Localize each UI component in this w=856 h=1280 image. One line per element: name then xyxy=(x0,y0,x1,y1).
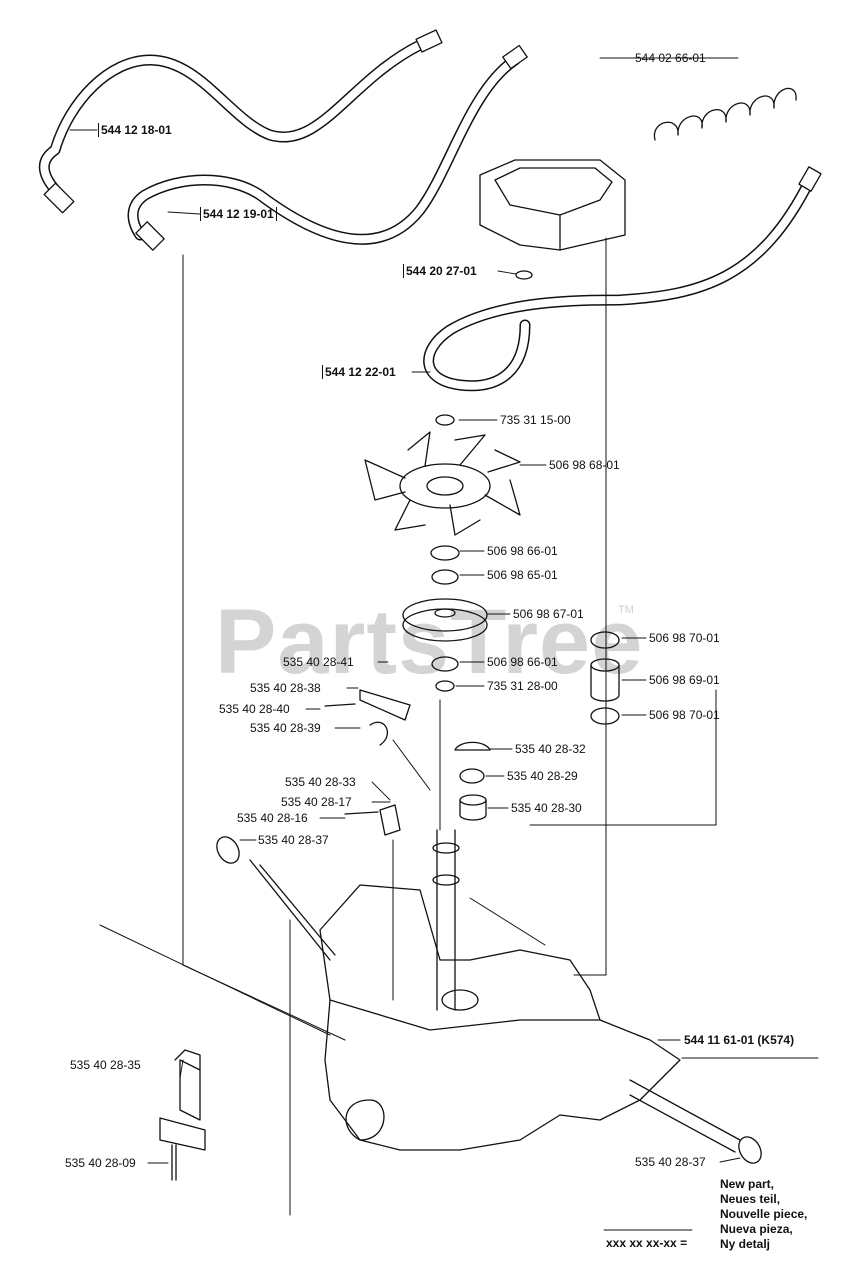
label-506-98-67-01: 506 98 67-01 xyxy=(513,607,584,621)
ring-735-31-15-00 xyxy=(435,414,455,426)
label-535-40-28-16: 535 40 28-16 xyxy=(237,811,308,825)
legend-line-2: Neues teil, xyxy=(720,1192,781,1206)
clamp-544-20-27-01 xyxy=(515,270,533,280)
input-shaft xyxy=(432,829,460,1011)
label-735-31-15-00: 735 31 15-00 xyxy=(500,413,571,427)
hose-544-12-18-01 xyxy=(38,29,443,214)
label-535-40-28-09: 535 40 28-09 xyxy=(65,1156,136,1170)
spring-544-02-66-01 xyxy=(653,87,797,141)
label-535-40-28-30: 535 40 28-30 xyxy=(511,801,582,815)
label-735-31-28-00: 735 31 28-00 xyxy=(487,679,558,693)
leader-lines xyxy=(69,57,741,1164)
new-part-legend: New part, Neues teil, Nouvelle piece, Nu… xyxy=(720,1177,807,1252)
label-535-40-28-29: 535 40 28-29 xyxy=(507,769,578,783)
ring-735-31-28-00 xyxy=(435,680,455,692)
bushing-506-98-69-01 xyxy=(590,664,620,702)
hose-544-12-19-01 xyxy=(127,44,528,251)
label-506-98-65-01: 506 98 65-01 xyxy=(487,568,558,582)
label-535-40-28-32: 535 40 28-32 xyxy=(515,742,586,756)
oring-535-40-28-29 xyxy=(459,768,485,784)
washer-506-98-65-01 xyxy=(431,569,459,585)
label-544-12-22-01: 544 12 22-01 xyxy=(322,365,396,379)
label-535-40-28-39: 535 40 28-39 xyxy=(250,721,321,735)
label-506-98-66-01-a: 506 98 66-01 xyxy=(487,544,558,558)
label-544-12-18-01: 544 12 18-01 xyxy=(98,123,172,137)
label-544-02-66-01: 544 02 66-01 xyxy=(635,51,706,65)
label-544-12-19-01: 544 12 19-01 xyxy=(200,207,277,221)
label-535-40-28-37-b: 535 40 28-37 xyxy=(635,1155,706,1169)
cap-535-40-28-32 xyxy=(454,741,491,751)
label-535-40-28-35: 535 40 28-35 xyxy=(70,1058,141,1072)
label-535-40-28-17: 535 40 28-17 xyxy=(281,795,352,809)
legend-line-4: Nueva pieza, xyxy=(720,1222,793,1236)
label-544-11-61-01: 544 11 61-01 (K574) xyxy=(684,1033,795,1047)
bracket-535-40-28-35 xyxy=(159,1049,206,1181)
label-506-98-70-01-a: 506 98 70-01 xyxy=(649,631,720,645)
washer-506-98-66-01-a xyxy=(430,545,460,561)
washer-506-98-66-01-b xyxy=(431,656,459,672)
pulley-506-98-67-01 xyxy=(402,598,488,642)
legend-line-3: Nouvelle piece, xyxy=(720,1207,808,1221)
watermark: PartsTree xyxy=(215,591,644,693)
label-506-98-70-01-b: 506 98 70-01 xyxy=(649,708,720,722)
legend-line-5: Ny detalj xyxy=(720,1237,771,1251)
label-535-40-28-40: 535 40 28-40 xyxy=(219,702,290,716)
plug-top xyxy=(459,794,487,806)
label-535-40-28-41: 535 40 28-41 xyxy=(283,655,354,669)
legend-line-1: New part, xyxy=(720,1177,775,1191)
transaxle-544-11-61-01 xyxy=(249,859,762,1164)
label-535-40-28-37-a: 535 40 28-37 xyxy=(258,833,329,847)
label-506-98-66-01-b: 506 98 66-01 xyxy=(487,655,558,669)
plug-535-40-28-30 xyxy=(459,799,487,821)
label-535-40-28-33: 535 40 28-33 xyxy=(285,775,356,789)
label-506-98-69-01: 506 98 69-01 xyxy=(649,673,720,687)
seal-506-98-70-01-a xyxy=(590,631,620,649)
reservoir xyxy=(479,159,626,251)
legend-key: xxx xx xx-xx = xyxy=(606,1236,688,1250)
reference-lines xyxy=(99,237,717,1216)
seal-506-98-70-01-b xyxy=(590,707,620,725)
linkage-parts xyxy=(216,689,411,864)
label-544-20-27-01: 544 20 27-01 xyxy=(403,264,477,278)
hose-544-12-22-01 xyxy=(423,166,822,392)
fan-506-98-68-01 xyxy=(364,431,521,536)
bushing-top xyxy=(590,658,620,672)
trademark: TM xyxy=(618,604,634,616)
label-506-98-68-01: 506 98 68-01 xyxy=(549,458,620,472)
label-535-40-28-38: 535 40 28-38 xyxy=(250,681,321,695)
